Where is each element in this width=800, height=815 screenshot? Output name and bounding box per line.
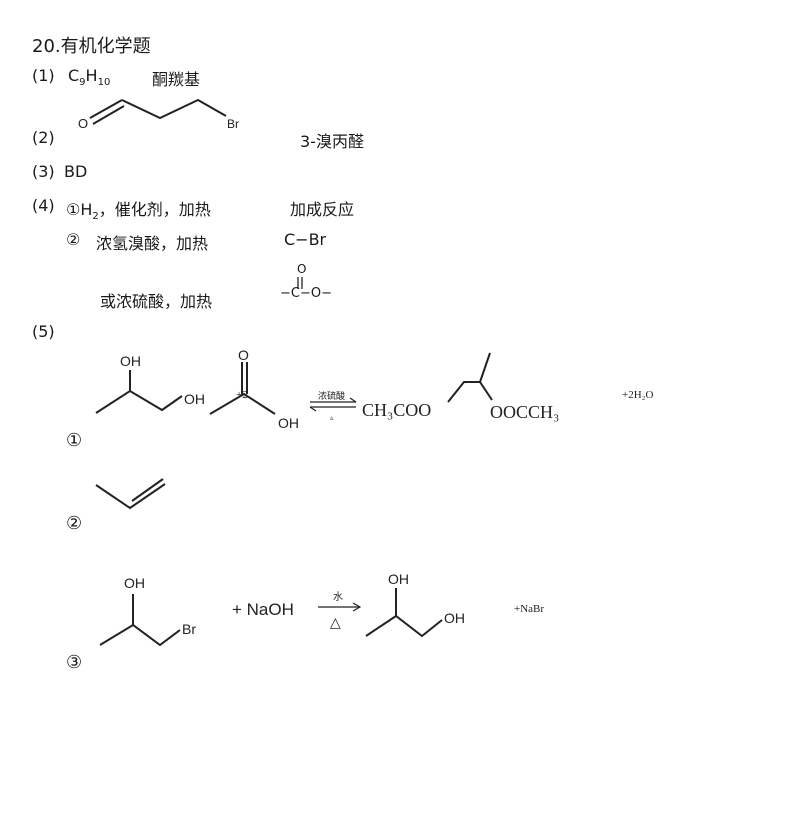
r2-propene <box>95 478 166 510</box>
r1-propanediol: OH OH <box>95 353 205 414</box>
q3-label: (3) <box>32 162 55 181</box>
r3-bromopropanol: OH Br <box>99 575 196 647</box>
bond-line <box>121 98 227 120</box>
bond-line <box>99 623 181 647</box>
atom-label: +2H₂O <box>622 389 653 401</box>
bond-line <box>95 483 166 510</box>
bond-line <box>309 406 317 412</box>
q1-formula: C9H10 <box>68 66 111 89</box>
q4-alt-conditions: 或浓硫酸，加热 <box>100 292 213 311</box>
q4-step1: ①H2，催化剂，加热 <box>66 200 211 223</box>
atom-label: 水 <box>333 591 343 603</box>
ester-group-oxygen: O <box>297 262 307 276</box>
bond-line <box>92 105 125 125</box>
bond-line <box>209 392 276 415</box>
atom-label: △ <box>330 614 341 630</box>
bond-line <box>365 614 443 638</box>
bond-line <box>95 389 183 414</box>
atom-label: OH <box>124 575 145 591</box>
atom-label: Br <box>227 117 239 131</box>
q1-functional-group: 酮羰基 <box>152 70 201 89</box>
r2-number: ② <box>66 513 83 534</box>
q5-label: (5) <box>32 322 55 341</box>
atom-label: OH <box>444 610 465 626</box>
r3-reagent: + NaOH <box>232 600 294 619</box>
atom-label: OH <box>278 415 299 431</box>
atom-label: O <box>238 347 249 363</box>
bond-line <box>479 352 491 383</box>
bond-line <box>89 99 123 119</box>
q2-structure: O Br <box>78 98 239 131</box>
atom-label: OOCCH₃ <box>490 402 559 422</box>
atom-label: OH <box>184 391 205 407</box>
atom-label: +NaBr <box>514 603 544 615</box>
atom-label: OH <box>388 571 409 587</box>
r1-product: CH₃COO OOCCH₃ +2H₂O <box>362 352 653 422</box>
r3-arrow: 水 △ <box>318 591 362 630</box>
q4-step2-num: ② <box>66 230 81 249</box>
bond-line <box>352 602 362 612</box>
q2-label: (2) <box>32 128 55 147</box>
q4-reaction-type: 加成反应 <box>290 200 355 219</box>
bond-line <box>131 478 164 502</box>
r1-acetic-acid: O OH <box>209 347 299 431</box>
q4-step2-conditions: 浓氢溴酸，加热 <box>96 234 209 253</box>
q2-compound-name: 3-溴丙醛 <box>300 132 364 151</box>
q4-label: (4) <box>32 196 55 215</box>
r3-number: ③ <box>66 652 83 673</box>
r1-number: ① <box>66 430 83 451</box>
atom-label: 浓硫酸 <box>318 390 345 401</box>
q3-answer: BD <box>64 162 88 181</box>
atom-label: ▵ <box>330 415 334 422</box>
atom-label: CH₃COO <box>362 400 431 420</box>
page-title: 20.有机化学题 <box>32 36 151 57</box>
r3-product: OH OH +NaBr <box>365 571 544 638</box>
ester-group: −C−O− <box>280 286 332 301</box>
atom-label: OH <box>120 353 141 369</box>
bond-line <box>349 397 357 403</box>
q1-label: (1) <box>32 66 55 85</box>
atom-label: O <box>78 116 88 131</box>
q4-bond: C−Br <box>284 230 327 249</box>
bond-line <box>447 381 493 403</box>
r1-reversible-arrow: 浓硫酸 ▵ <box>309 390 357 422</box>
atom-label: Br <box>182 621 196 637</box>
